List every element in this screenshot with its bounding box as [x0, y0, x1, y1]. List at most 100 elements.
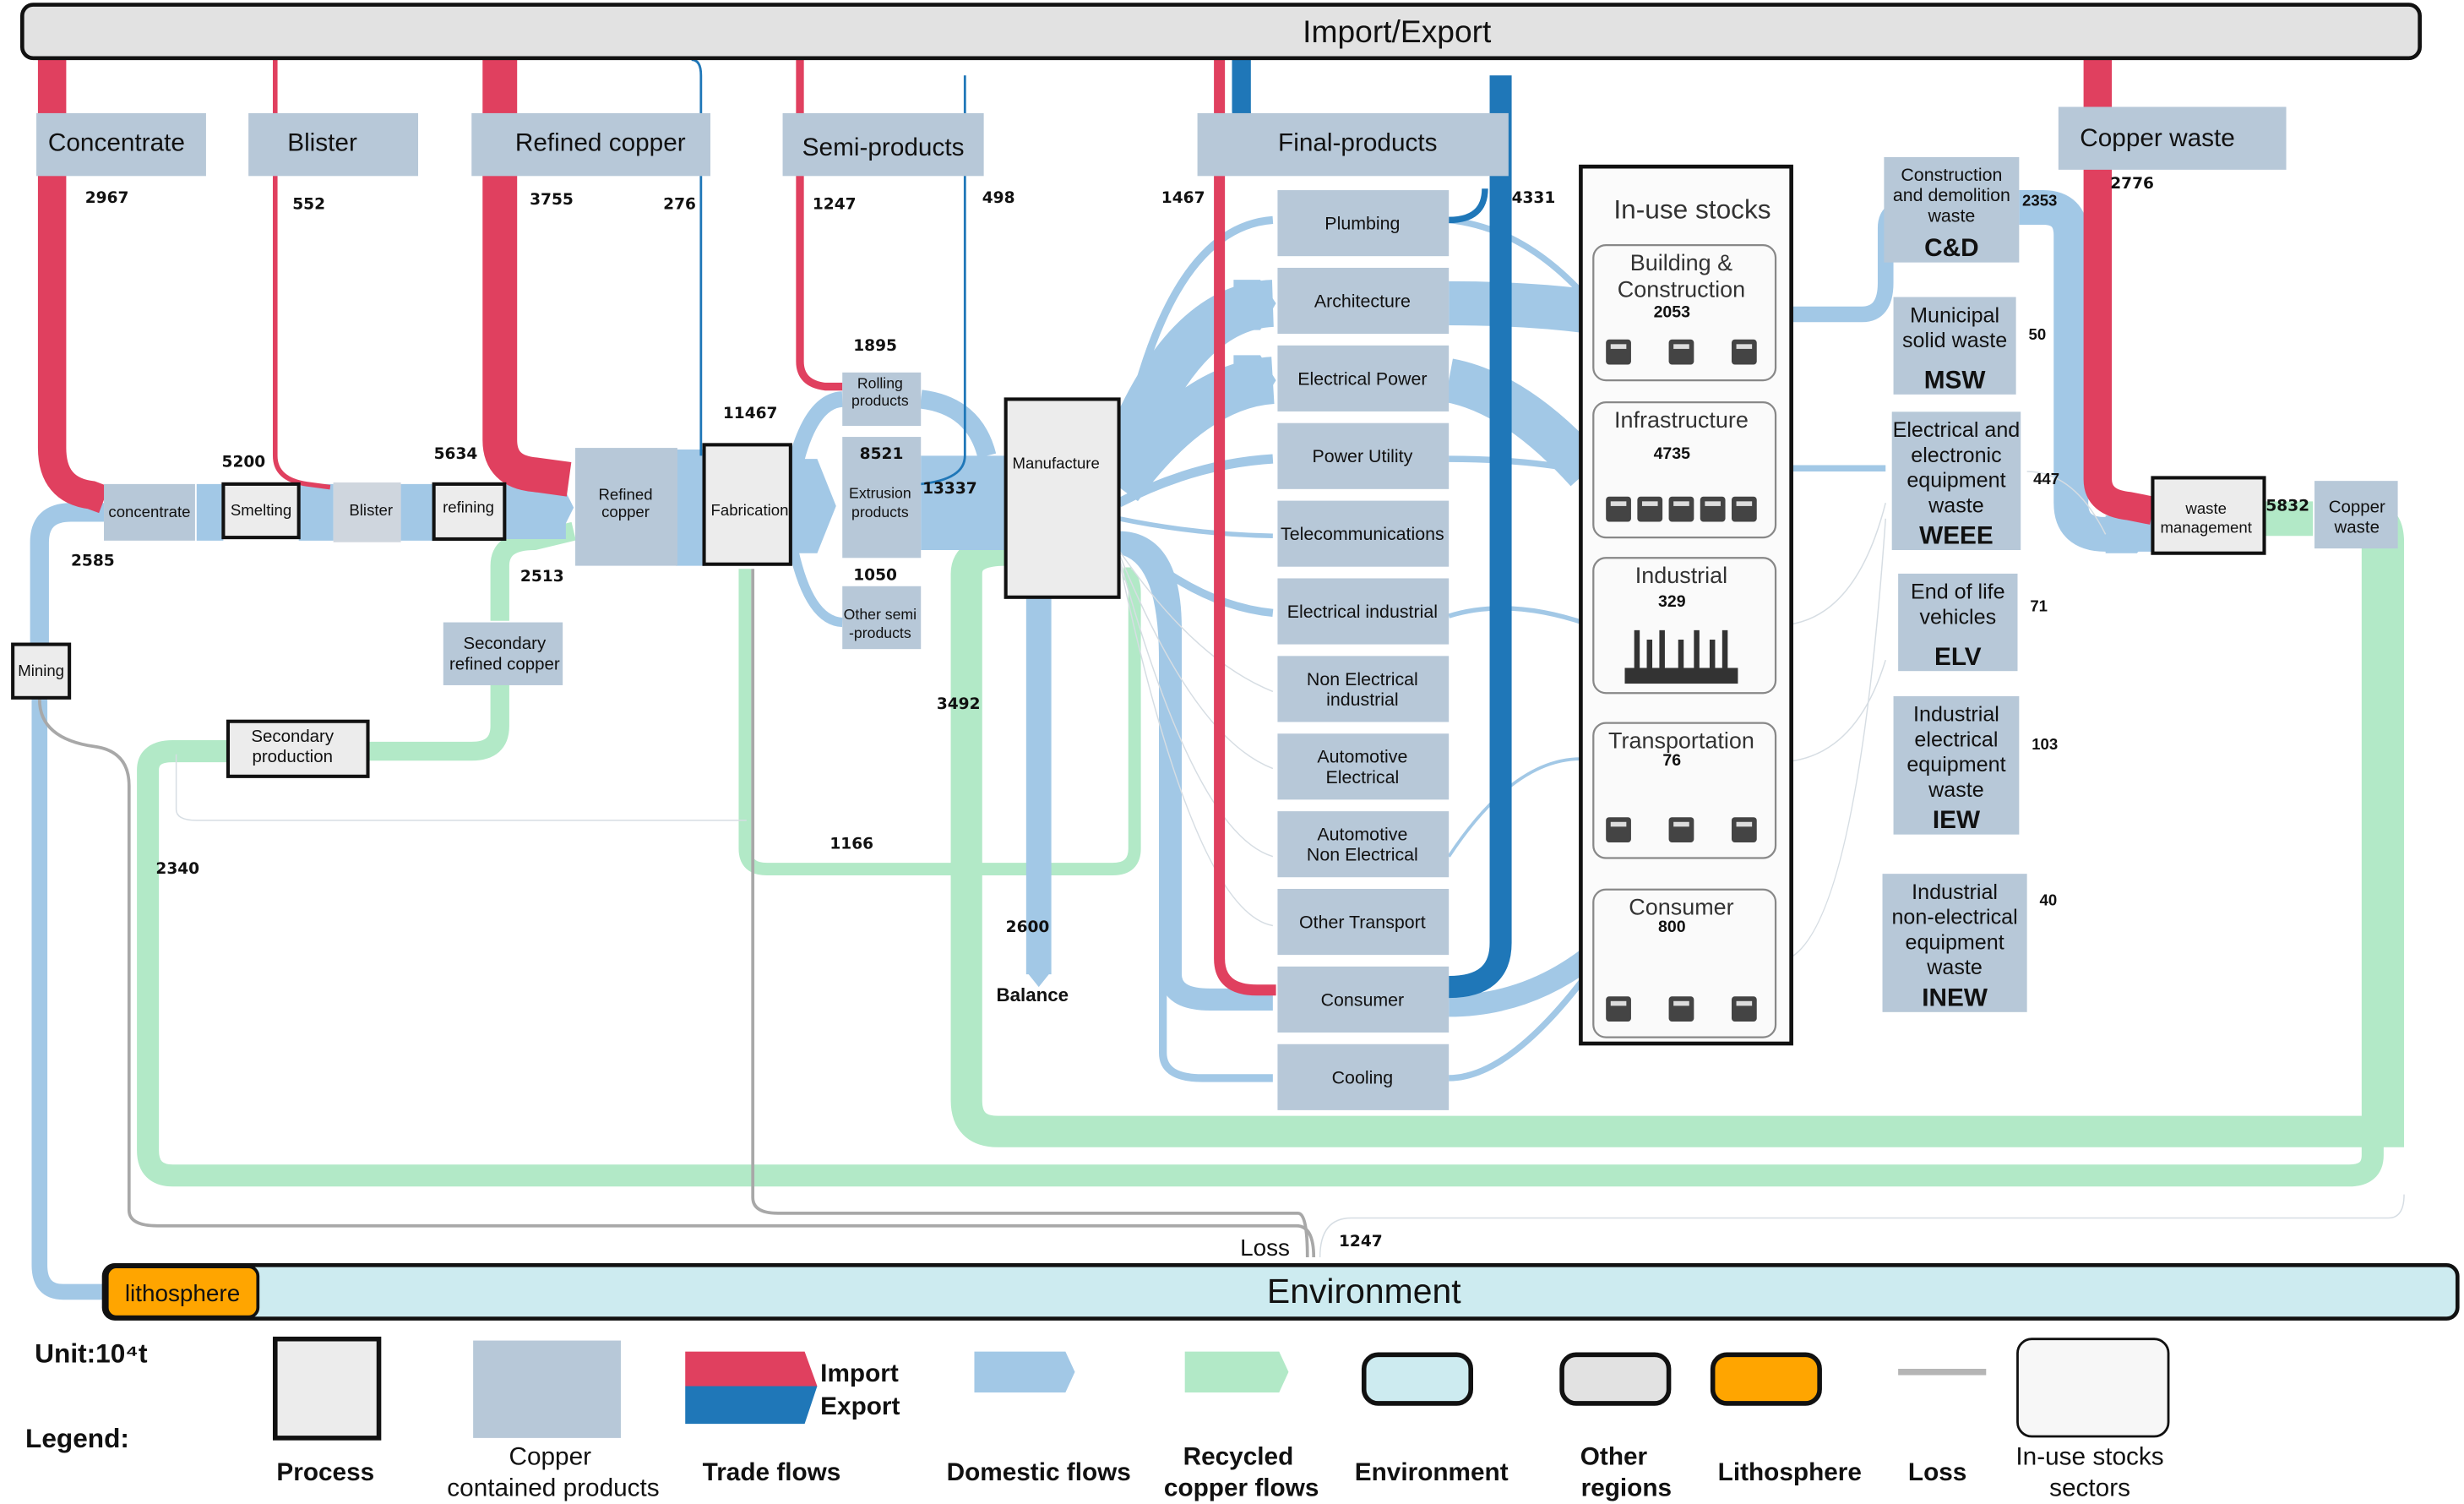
- value-loss: 1247: [1339, 1233, 1383, 1251]
- antenna-tower-icon: [1606, 496, 1631, 522]
- secondary-refined-copper-node[interactable]: [443, 622, 563, 685]
- balance-arrow: [1025, 971, 1052, 988]
- final-product-label: Electrical: [1326, 767, 1400, 787]
- fabrication-process[interactable]: [702, 443, 792, 566]
- final-product-other-transport[interactable]: [1277, 889, 1450, 956]
- legend-product-label-2: contained products: [447, 1474, 659, 1502]
- legend-export-swatch: [685, 1386, 818, 1425]
- refined-copper-node[interactable]: [575, 448, 677, 566]
- value-smelting-out: 5200: [222, 453, 266, 471]
- final-product-label: Power Utility: [1312, 446, 1412, 466]
- import-refined-flow: [482, 59, 572, 497]
- import-export-bar: [19, 3, 2422, 61]
- final-product-electrical-power[interactable]: [1277, 345, 1450, 411]
- final-product-label: Other Transport: [1299, 913, 1426, 933]
- concentrate-node[interactable]: [104, 483, 195, 541]
- value-refined-export: 276: [663, 195, 696, 213]
- waste-weee[interactable]: Electrical andelectronicequipmentwasteWE…: [1891, 411, 2059, 550]
- legend-environment-swatch: [1361, 1352, 1474, 1406]
- waste-inew[interactable]: Industrialnon-electricalequipmentwasteIN…: [1882, 874, 2058, 1012]
- stage-refined-label: Refined copper: [515, 129, 686, 157]
- final-product-label: Automotive: [1317, 825, 1407, 845]
- final-product-consumer[interactable]: [1277, 966, 1450, 1033]
- legend-other-regions-swatch: [1559, 1352, 1672, 1406]
- rolling-label-1: Rolling: [857, 374, 903, 391]
- in-use-stocks-sectors: Building &Construction2053Infrastructure…: [1592, 244, 1777, 1038]
- waste-description: electrical: [1914, 727, 1998, 751]
- legend-title: Legend:: [25, 1423, 129, 1453]
- value-waste-mgmt-out: 5832: [2265, 497, 2309, 515]
- lithosphere-to-mining-flow: [31, 699, 111, 1300]
- final-product-telecommunications[interactable]: [1277, 500, 1450, 567]
- other-semi-label-1: Other semi: [844, 606, 917, 623]
- waste-value: 50: [2029, 325, 2047, 343]
- stage-refined-box: [471, 112, 710, 177]
- waste-management-process[interactable]: [2151, 476, 2266, 555]
- legend-export-label: Export: [820, 1392, 900, 1420]
- mfg-to-consumer: [1118, 531, 1273, 1011]
- value-refining-out: 5634: [434, 445, 478, 463]
- final-product-architecture[interactable]: [1277, 267, 1450, 335]
- consumer-to-consumer: [1449, 950, 1594, 1017]
- washing-machine-icon: [1668, 996, 1694, 1022]
- mining-label: Mining: [18, 662, 64, 679]
- final-product-non-electrical-industrial[interactable]: [1277, 656, 1450, 722]
- extrusion-label-2: products: [851, 504, 909, 520]
- stage-concentrate-box: [36, 112, 206, 177]
- recycled-flow-to-fabrication: [738, 567, 1141, 876]
- legend-import-swatch: [685, 1351, 818, 1387]
- value-rolling: 1895: [853, 337, 897, 355]
- stage-blister-box: [248, 112, 419, 177]
- waste-description: waste: [1928, 493, 1984, 517]
- legend-loss-label: Loss: [1908, 1458, 1966, 1486]
- copper-waste-node[interactable]: [2314, 481, 2398, 549]
- waste-description: Municipal: [1910, 303, 1999, 327]
- cooling-to-consumer: [1449, 972, 1590, 1082]
- rolling-products-node[interactable]: [842, 372, 922, 427]
- refining-process[interactable]: [432, 482, 507, 542]
- stock-sector-name: Building &: [1630, 250, 1732, 275]
- stock-card: [1592, 888, 1777, 1038]
- final-product-automotive-electrical[interactable]: [1277, 733, 1450, 800]
- waste-description: electronic: [1911, 444, 2001, 467]
- appliance-icon: [1731, 996, 1757, 1022]
- final-product-electrical-industrial[interactable]: [1277, 578, 1450, 645]
- final-product-plumbing[interactable]: [1277, 190, 1450, 257]
- lithosphere-label: lithosphere: [125, 1280, 240, 1306]
- value-manufacture-in: 13337: [922, 480, 977, 498]
- mining-process[interactable]: [11, 642, 72, 700]
- value-final-export: 4331: [1512, 189, 1556, 207]
- final-product-cooling[interactable]: [1277, 1044, 1450, 1110]
- other-semi-products-node[interactable]: [842, 586, 922, 650]
- stock-sector-value: 800: [1658, 918, 1686, 936]
- value-fabrication-in: 11467: [723, 405, 778, 422]
- import-final-flow: [1214, 59, 1276, 996]
- final-product-automotive-non-electrical[interactable]: [1277, 811, 1450, 878]
- value-balance: 2600: [1006, 918, 1050, 936]
- smelting-process[interactable]: [221, 482, 301, 540]
- stage-concentrate-label: Concentrate: [48, 129, 185, 157]
- extrusion-products-node[interactable]: [842, 437, 922, 559]
- legend-process-label: Process: [276, 1458, 374, 1486]
- final-product-label: Non Electrical: [1307, 669, 1418, 689]
- arch-to-building: [1449, 281, 1591, 334]
- fab-to-rolling-flow: [786, 391, 844, 474]
- smelting-label: Smelting: [231, 501, 291, 519]
- manufacture-process[interactable]: [1004, 397, 1121, 599]
- waste-box: [1893, 695, 2020, 835]
- final-product-power-utility[interactable]: [1277, 422, 1450, 489]
- blister-node[interactable]: [333, 482, 401, 542]
- secondary-production-process[interactable]: [226, 719, 370, 778]
- final-product-label: Electrical industrial: [1287, 602, 1438, 622]
- house-icon: [1731, 339, 1757, 365]
- mining-to-concentrate-flow: [30, 503, 105, 645]
